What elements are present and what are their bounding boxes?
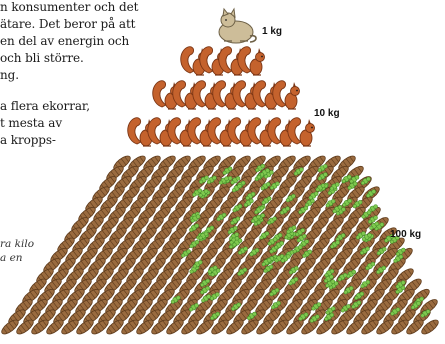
pyramid-level-squirrels (128, 47, 315, 146)
level-label-top: 1 kg (262, 26, 282, 37)
pyramid-level-base (0, 154, 440, 337)
pyramid-level-cat (219, 9, 256, 43)
cat-icon (219, 9, 256, 43)
level-label-base: 100 kg (390, 229, 421, 240)
level-label-middle: 10 kg (314, 108, 340, 119)
